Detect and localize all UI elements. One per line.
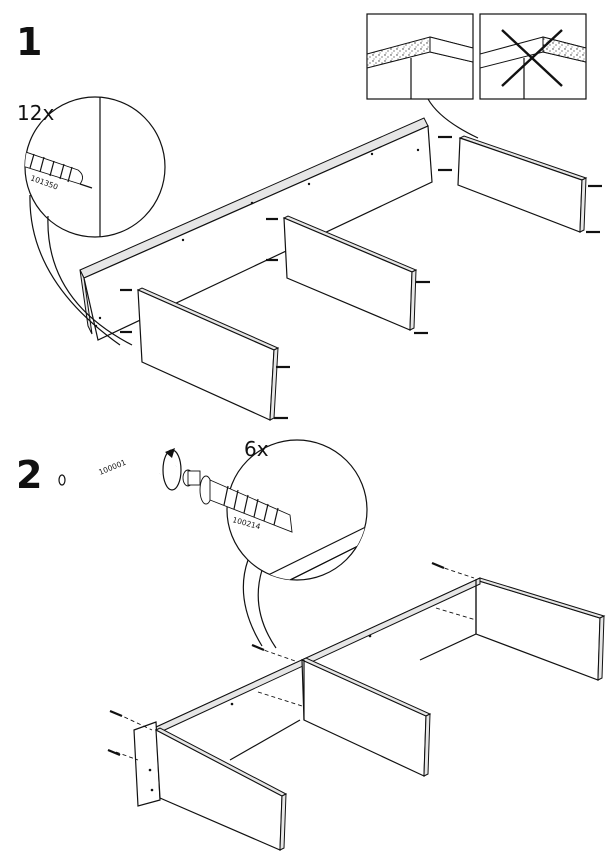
assembled-frame <box>107 561 606 851</box>
frame-left-side-panel <box>133 721 161 807</box>
hex-key-tool-icon <box>58 464 177 506</box>
dowel-markers-step-1 <box>120 135 602 420</box>
frame-left-divider <box>155 728 283 851</box>
step-2-number: 2 <box>16 453 42 497</box>
step-1-quantity: 12x <box>17 101 54 125</box>
divider-panel-middle <box>282 215 418 331</box>
wooden-dowel-icon <box>25 147 93 189</box>
side-panel-right <box>457 135 588 233</box>
frame-right-panel <box>475 579 601 681</box>
detail-correct-edge <box>366 13 474 100</box>
cam-lock-bolt-icon <box>182 469 293 533</box>
do-not-cross-icon <box>501 29 563 87</box>
tool-part-number: 100001 <box>97 458 127 477</box>
frame-middle-divider <box>301 659 427 777</box>
detail-incorrect-edge <box>479 13 587 100</box>
divider-panel-left <box>136 287 280 421</box>
dowel-zoom-circle <box>24 96 166 346</box>
rotation-arrow-icon <box>162 448 182 491</box>
back-panel <box>79 117 433 341</box>
step-2-quantity: 6x <box>244 437 269 461</box>
step-1-number: 1 <box>16 20 42 64</box>
detail-pointer-line <box>427 98 479 139</box>
bolt-zoom-circle <box>226 439 368 649</box>
